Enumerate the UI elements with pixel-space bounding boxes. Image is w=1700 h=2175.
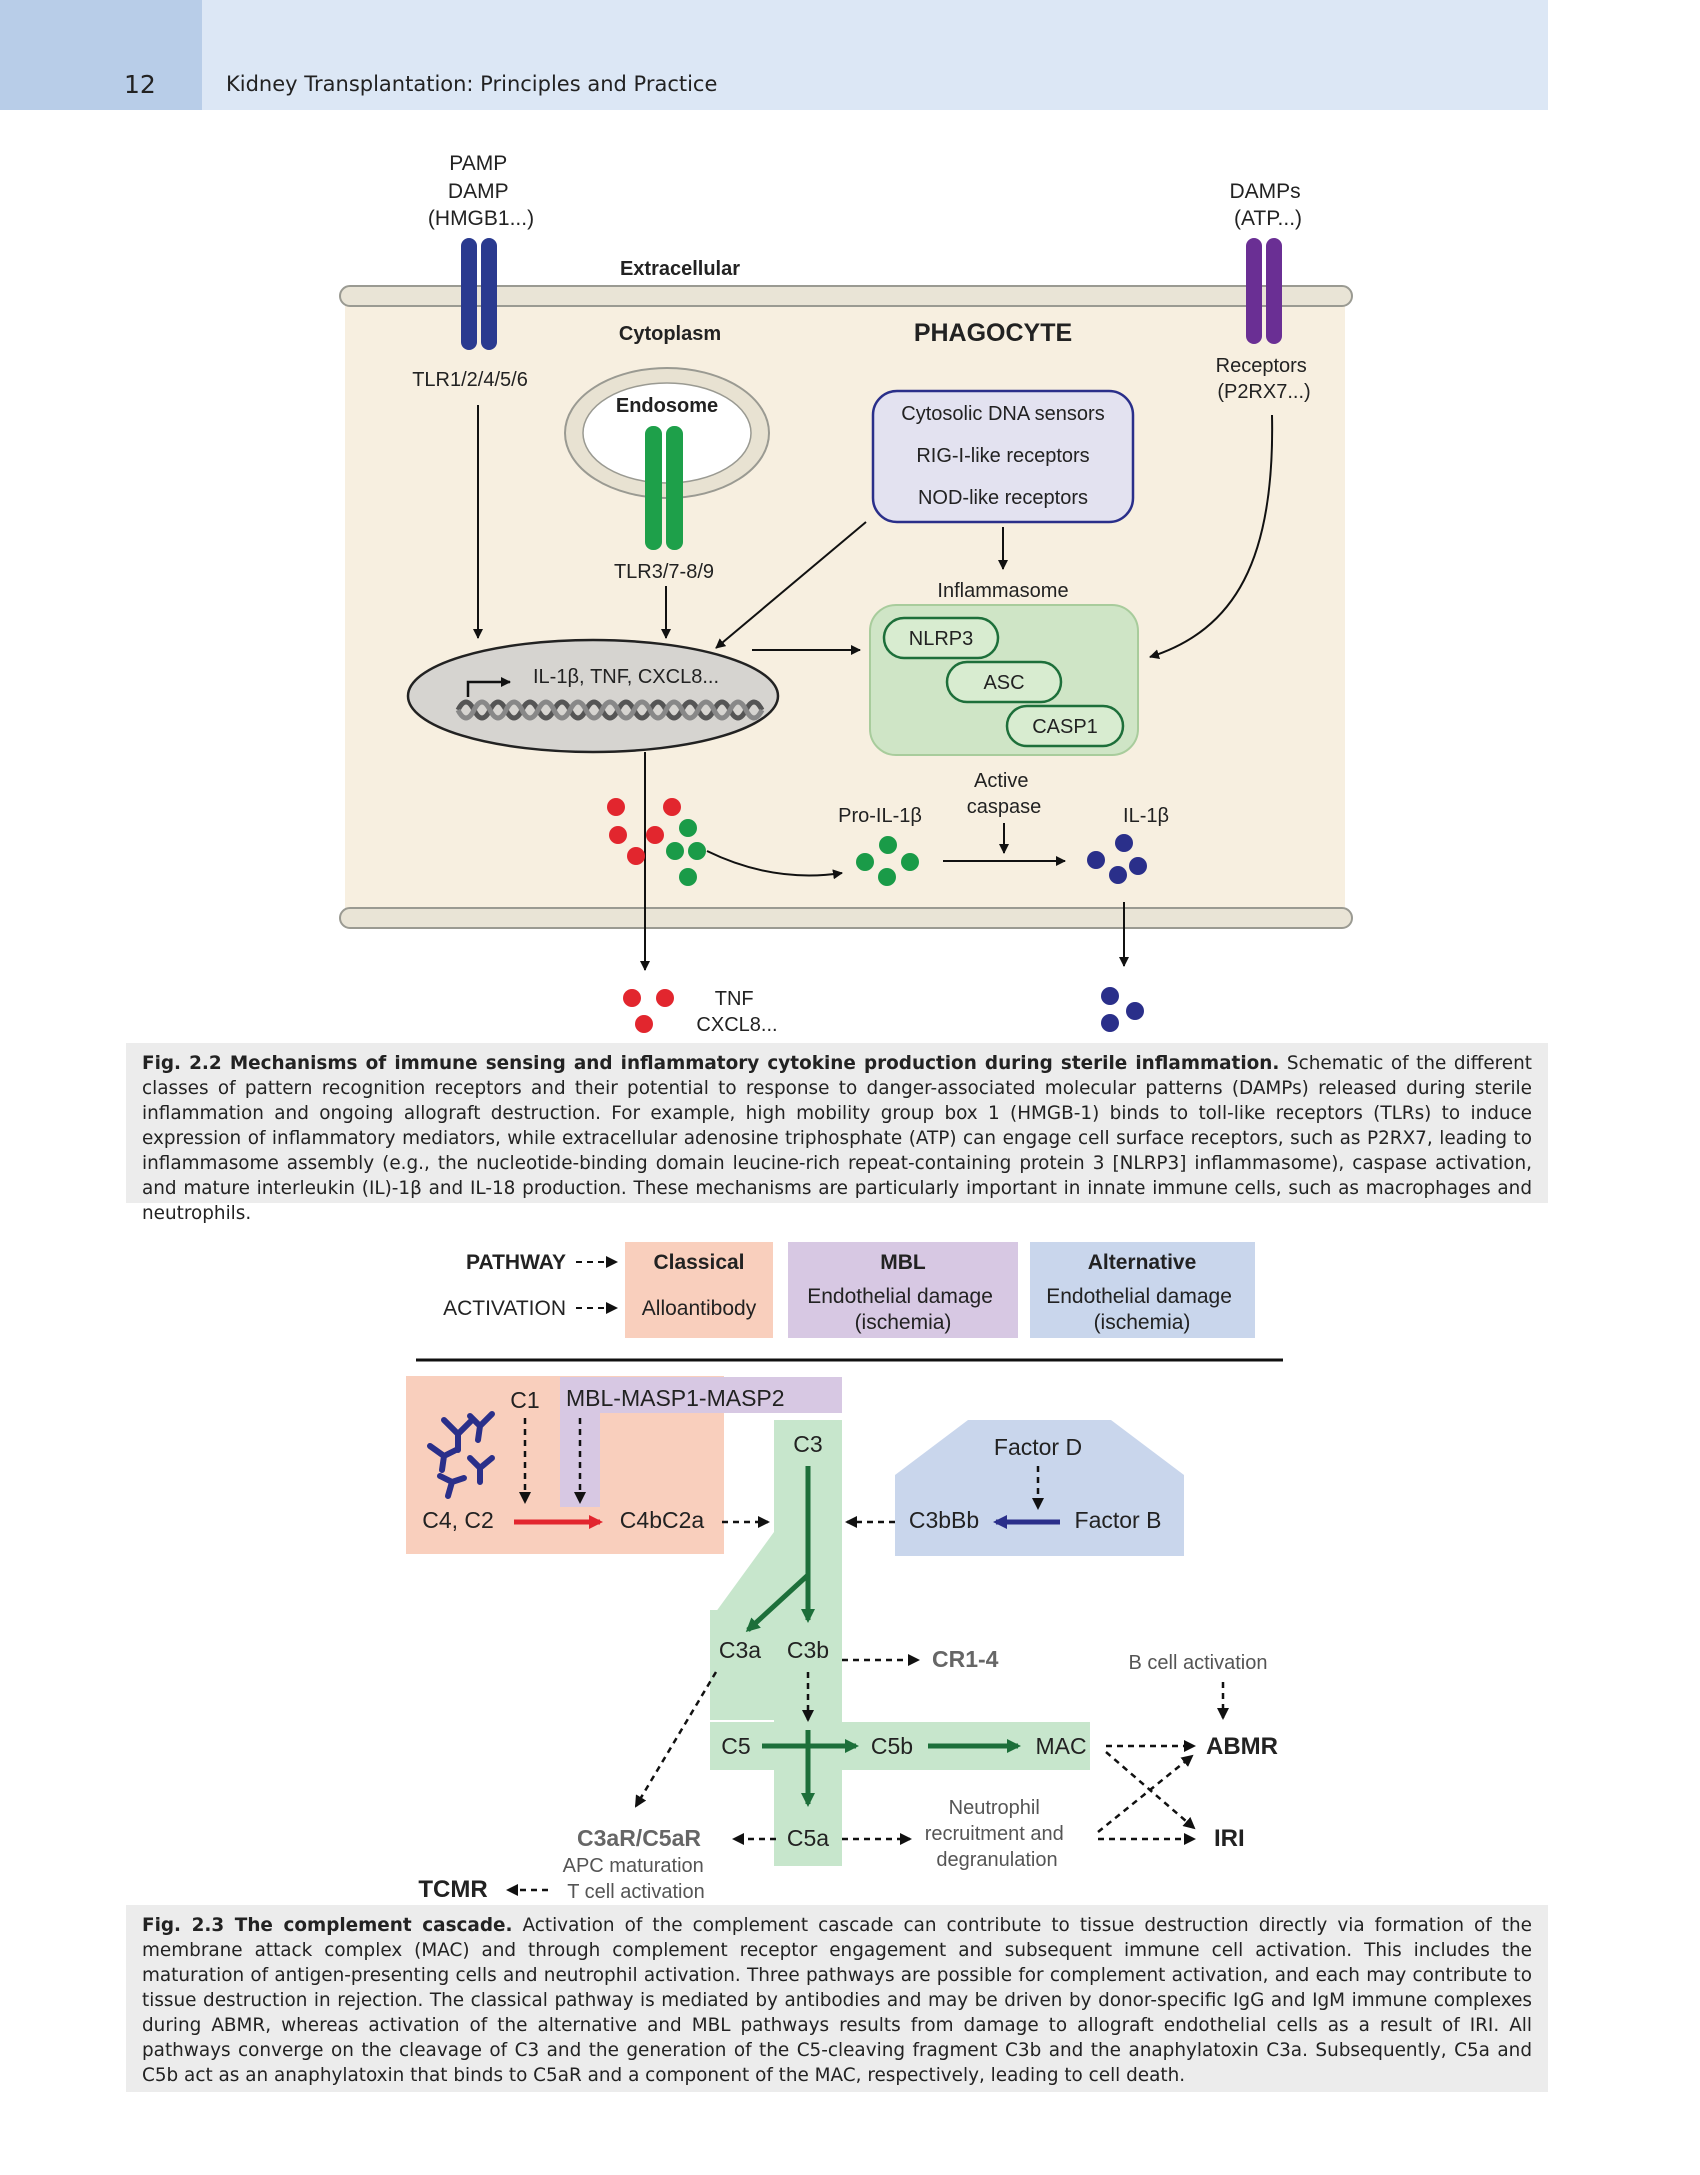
svg-text:NLRP3: NLRP3 [909,628,973,650]
asc-pill [945,660,1063,704]
svg-text:MBL: MBL [880,1251,926,1274]
c3-lower-band [710,1610,842,1720]
tlr-endosome-label: TLR3/7-8/9 [614,561,714,583]
caption-2-2-title: Fig. 2.2 Mechanisms of immune sensing an… [142,1053,1280,1074]
arrow-c3-to-c3a [745,1573,810,1633]
nlrp3-pill [882,616,1000,660]
svg-text:ASC: ASC [983,672,1024,694]
caption-2-3-title: Fig. 2.3 The complement cascade. [142,1915,513,1936]
tlr-surface-label: TLR1/2/4/5/6 [412,369,528,391]
mbl-masp-label: MBL-MASP1-MASP2 [566,1385,785,1411]
tcmr-label: TCMR [418,1876,487,1903]
header-band-dark [0,0,202,110]
damps-label: DAMPs (ATP...) [1229,180,1306,230]
sensor-2: RIG-I-like receptors [916,445,1089,467]
svg-text:CASP1: CASP1 [1032,716,1098,738]
abmr-label: ABMR [1206,1733,1278,1760]
neutrophil-label: Neutrophil recruitment and degranulation [925,1797,1070,1871]
c3ar-c5ar-label: C3aR/C5aR [577,1825,701,1851]
p2rx7-receptor [1246,238,1282,344]
casp1-pill [1005,704,1125,748]
membrane-bottom [339,907,1353,929]
apc-label: APC maturation T cell activation [563,1855,710,1903]
c3-label: C3 [793,1431,822,1457]
c3bbb-label: C3bBb [909,1507,979,1533]
svg-text:Alternative: Alternative [1088,1251,1197,1274]
dna-helix [455,699,765,721]
legend-alternative [1030,1242,1255,1338]
secreted-label: TNF CXCL8... [696,988,777,1036]
arrow-c3a-to-receptors [634,1671,718,1808]
sensor-3: NOD-like receptors [918,487,1088,509]
phagocyte-label: PHAGOCYTE [914,319,1072,347]
tlr-endosome-receptor [645,426,683,550]
factor-d-label: Factor D [994,1434,1082,1460]
book-title: Kidney Transplantation: Principles and P… [226,72,718,96]
mac-label: MAC [1035,1733,1086,1759]
receptors-label: Receptors (P2RX7...) [1216,355,1313,403]
factor-b-label: Factor B [1075,1507,1162,1533]
c5b-label: C5b [871,1733,913,1759]
iri-label: IRI [1214,1825,1245,1852]
arrow-receptor-to-inflammasome [1149,414,1274,660]
cr14-label: CR1-4 [932,1646,999,1672]
figure-2-2-caption: Fig. 2.2 Mechanisms of immune sensing an… [126,1043,1548,1224]
arrow-sensors-to-nucleus [715,521,867,649]
red-cytokine-dots [607,798,681,865]
inflammasome-label: Inflammasome [937,580,1068,602]
extracellular-label: Extracellular [620,258,740,280]
il1b-label: IL-1β [1123,805,1169,827]
antibody-icon [427,1411,495,1499]
c4c2-label: C4, C2 [422,1507,494,1533]
figure-2-3-diagram: PATHWAY ACTIVATION Classical Alloantibod… [406,1242,1283,1903]
pathway-label: PATHWAY [466,1251,566,1274]
sensor-1: Cytosolic DNA sensors [901,403,1104,425]
c3b-label: C3b [787,1637,829,1663]
arrow-dots-to-pro-il1b [706,850,843,880]
header-band-light [202,0,1548,110]
figure-2-2-diagram: PAMP DAMP (HMGB1...) DAMPs (ATP...) Extr… [339,152,1353,1036]
green-cytokine-dots [666,819,706,886]
arrow-neutrophil-to-abmr [1097,1754,1194,1833]
active-caspase-label: Active caspase [967,770,1042,818]
svg-text:Endothelial damage (ischem: Endothelial damage (ischemia) [1046,1285,1237,1334]
il1b-dots [1087,834,1147,884]
secreted-blue-dots [1101,987,1144,1032]
endosome-label: Endosome [616,395,718,417]
activation-label: ACTIVATION [443,1297,566,1320]
svg-text:Classical: Classical [653,1251,744,1274]
caption-2-3-body: Activation of the complement cascade can… [142,1915,1532,2086]
nucleus-genes-label: IL-1β, TNF, CXCL8... [533,666,719,688]
transcription-start-arrow [466,677,511,697]
c3a-label: C3a [719,1637,761,1663]
caption-2-2-body: Schematic of the different classes of pa… [142,1053,1532,1224]
c5a-label: C5a [787,1825,829,1851]
page-number: 12 [124,70,156,99]
svg-text:Alloantibody: Alloantibody [642,1297,757,1320]
mbl-region-top [560,1377,842,1413]
c4bc2a-label: C4bC2a [620,1507,705,1533]
legend-mbl [788,1242,1018,1338]
alternative-region [895,1420,1184,1556]
b-cell-label: B cell activation [1129,1652,1268,1674]
secreted-red-dots [623,989,674,1033]
pamp-label: PAMP DAMP (HMGB1...) [428,152,534,230]
figure-2-3-caption: Fig. 2.3 The complement cascade. Activat… [126,1905,1548,2092]
legend-classical [625,1242,773,1338]
pro-il1b-dots [856,836,919,886]
svg-text:Endothelial damage (ischem: Endothelial damage (ischemia) [807,1285,998,1334]
cytosolic-sensors-box [871,389,1135,524]
phagocyte-cell [345,296,1345,920]
nucleus [406,638,780,754]
pro-il1b-label: Pro-IL-1β [838,805,922,827]
tlr-surface-receptor [461,238,497,350]
c1-label: C1 [510,1387,539,1413]
cytoplasm-label: Cytoplasm [619,323,721,345]
c5-label: C5 [721,1733,750,1759]
membrane-top [339,285,1353,307]
